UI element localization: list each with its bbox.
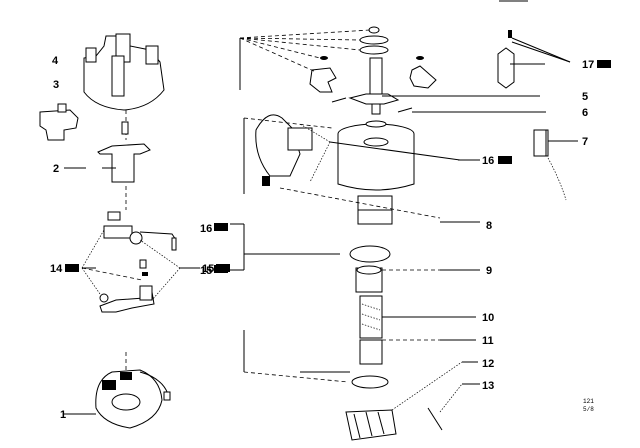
badge-15-mid bbox=[214, 265, 228, 273]
badges bbox=[65, 60, 611, 273]
part-17 bbox=[497, 30, 515, 89]
callout-12: 12 bbox=[482, 358, 494, 370]
callout-2: 2 bbox=[53, 163, 59, 175]
badge-14 bbox=[65, 264, 79, 272]
callout-labels: 4 3 2 14 15 1 16 15 17 5 6 7 16 8 9 10 1… bbox=[50, 55, 594, 421]
callout-14: 14 bbox=[50, 263, 63, 275]
badge-17 bbox=[597, 60, 611, 68]
part-condenser bbox=[533, 129, 567, 201]
callout-16-right: 16 bbox=[482, 155, 494, 167]
callout-11: 11 bbox=[482, 335, 494, 347]
callout-1: 1 bbox=[60, 409, 66, 421]
part-3 bbox=[39, 103, 79, 141]
callout-10: 10 bbox=[482, 312, 494, 324]
part-breaker-points bbox=[99, 211, 177, 313]
callout-5: 5 bbox=[582, 91, 588, 103]
reference-code-line1: 121 bbox=[583, 398, 594, 405]
part-breaker-plate bbox=[95, 352, 171, 429]
callout-7: 7 bbox=[582, 136, 588, 148]
callout-3: 3 bbox=[53, 79, 59, 91]
callout-4: 4 bbox=[52, 55, 59, 67]
part-distributor-cap bbox=[83, 33, 165, 140]
callout-15-mid: 15 bbox=[200, 265, 212, 277]
badge-16-left bbox=[214, 223, 228, 231]
callout-13: 13 bbox=[482, 380, 494, 392]
callout-6: 6 bbox=[582, 107, 588, 119]
part-center-stack bbox=[255, 26, 443, 441]
callout-16-left: 16 bbox=[200, 223, 212, 235]
leader-lines bbox=[64, 29, 578, 415]
callout-17: 17 bbox=[582, 59, 594, 71]
part-rotor bbox=[97, 143, 151, 210]
callout-9: 9 bbox=[486, 265, 492, 277]
reference-code-line2: 5/8 bbox=[583, 406, 594, 413]
callout-15-left: 15 bbox=[202, 263, 214, 275]
callout-8: 8 bbox=[486, 220, 492, 232]
badge-16-right bbox=[498, 156, 512, 164]
